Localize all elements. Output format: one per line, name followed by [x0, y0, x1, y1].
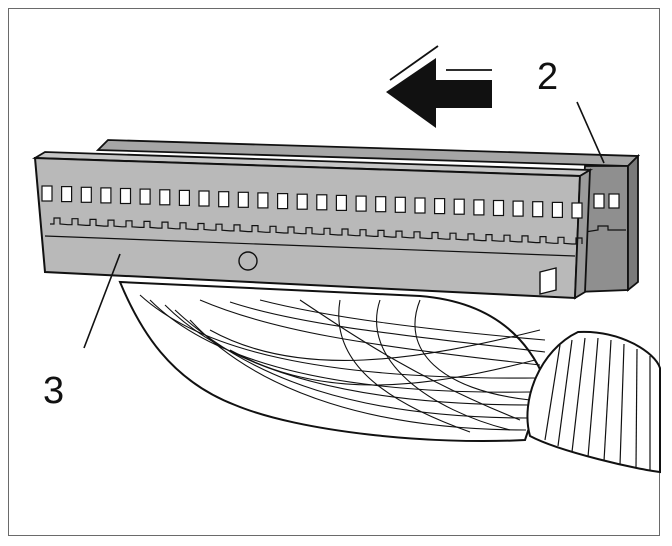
pin-window [355, 195, 367, 212]
pin-window [571, 202, 583, 219]
keying-strip [50, 217, 583, 245]
pin-window [394, 196, 406, 213]
latch-tab [539, 267, 557, 295]
pin-window [178, 189, 190, 206]
pin-window [277, 193, 289, 210]
pin-window [492, 199, 505, 217]
pin-window [80, 186, 92, 203]
connector-3 [31, 151, 594, 300]
pin-window [139, 188, 151, 205]
pin-window [434, 198, 446, 215]
cable-sleeve [526, 330, 661, 474]
pin-window [375, 196, 387, 213]
pin-window [473, 199, 485, 216]
pin-window [41, 185, 53, 202]
pin-window-row [41, 185, 583, 219]
leader-line-2 [576, 101, 605, 164]
ribbon-cable-bundle [118, 280, 547, 443]
pin-window [257, 192, 269, 209]
direction-arrow-icon [386, 45, 492, 128]
pin-window [532, 201, 544, 218]
pin-window [453, 198, 465, 215]
mounting-hole [238, 251, 258, 271]
pin-window [316, 194, 328, 211]
pin-window [551, 201, 564, 218]
pin-window [159, 189, 171, 206]
pin-window [414, 197, 426, 214]
pin-window [237, 191, 249, 208]
pin-window [60, 186, 73, 203]
figure-frame [8, 8, 660, 536]
pin-window [119, 187, 132, 205]
pin-window [335, 194, 347, 211]
leader-line-3 [83, 253, 121, 349]
callout-label-3: 3 [43, 370, 65, 412]
pin-window [296, 193, 308, 210]
pin-window [100, 187, 112, 204]
pin-window [218, 191, 230, 208]
pin-window [512, 200, 524, 217]
pin-window [198, 190, 210, 207]
callout-label-2: 2 [537, 56, 559, 98]
